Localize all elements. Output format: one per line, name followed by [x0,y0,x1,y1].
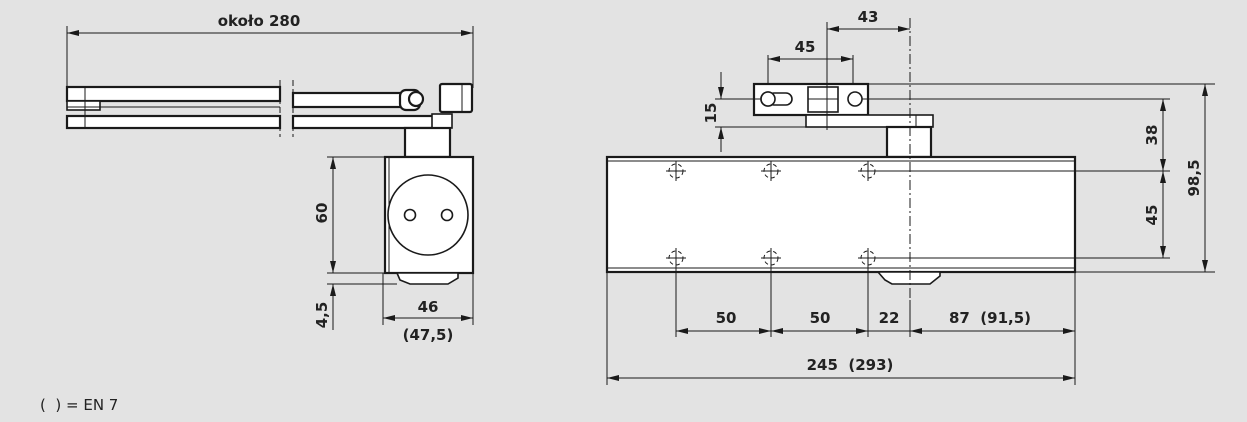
arm [65,80,474,137]
length-label: około 280 [218,12,301,30]
spindle-offset-dimension: 43 [826,8,910,130]
bracket-width-dimension: 45 [767,38,854,84]
spacing-3-label: 22 [879,309,900,327]
bracket-height-dimension: 15 [702,72,806,152]
height-label: 60 [313,203,331,224]
upper-label: 38 [1143,125,1161,146]
horizontal-dimensions: 50 50 22 87 (91,5) 245 (293) [606,262,1076,385]
closer-body-front [605,18,1077,300]
hole-marker-icon [666,161,686,181]
mounting-bracket [752,82,934,159]
width-dimension: 46 (47,5) [382,273,474,344]
width-label: 46 [418,298,439,316]
spacing-4-label: 87 (91,5) [949,309,1031,327]
vertical-dimensions: 38 45 98,5 [862,83,1215,273]
height-dimension: 60 [313,156,385,274]
front-view: 43 45 15 38 45 98,5 [605,8,1215,385]
bracket-width-label: 45 [795,38,816,56]
total-length-label: 245 (293) [807,356,894,374]
closer-body [383,126,475,285]
spindle-offset-label: 43 [858,8,879,26]
width-alt-label: (47,5) [403,326,454,344]
offset-dimension: 4,5 [313,262,397,330]
hole-spacing-v-label: 45 [1143,205,1161,226]
spacing-1-label: 50 [716,309,737,327]
spacing-2-label: 50 [810,309,831,327]
total-height-label: 98,5 [1185,159,1203,196]
bracket-height-label: 15 [702,103,720,124]
legend-note: ( ) = EN 7 [40,396,118,414]
hole-marker-icon [761,161,781,181]
length-dimension: około 280 [66,12,474,90]
side-view: około 280 [65,12,475,344]
offset-label: 4,5 [313,302,331,329]
